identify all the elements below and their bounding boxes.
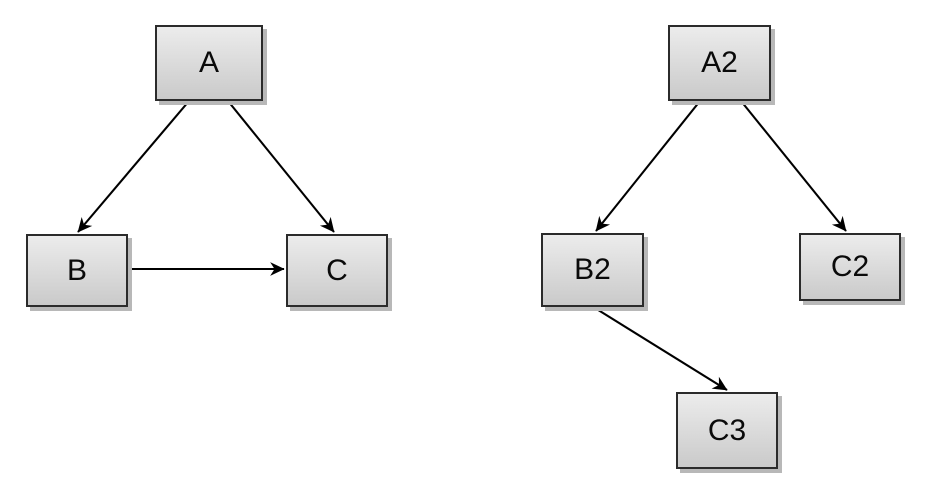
node-label: C3 — [707, 413, 747, 447]
node-label: A — [198, 46, 219, 79]
node-label: A2 — [701, 46, 738, 79]
node-b[interactable]: B — [26, 234, 128, 307]
edge-a-to-b — [77, 100, 190, 233]
node-label: B — [66, 253, 87, 287]
node-a2[interactable]: A2 — [668, 25, 771, 101]
node-a[interactable]: A — [155, 25, 263, 101]
node-label: C — [326, 253, 348, 287]
edge-a2-to-c2 — [740, 100, 847, 232]
edge-a-to-c — [227, 100, 335, 233]
node-c2[interactable]: C2 — [799, 233, 901, 301]
node-c[interactable]: C — [286, 234, 388, 307]
node-label: C2 — [830, 250, 870, 283]
edges-group — [77, 100, 847, 391]
node-label: B2 — [574, 253, 611, 286]
node-b2[interactable]: B2 — [541, 233, 644, 307]
node-c3[interactable]: C3 — [676, 392, 778, 469]
edge-b2-to-c3 — [594, 307, 728, 391]
edge-a2-to-b2 — [595, 100, 701, 232]
